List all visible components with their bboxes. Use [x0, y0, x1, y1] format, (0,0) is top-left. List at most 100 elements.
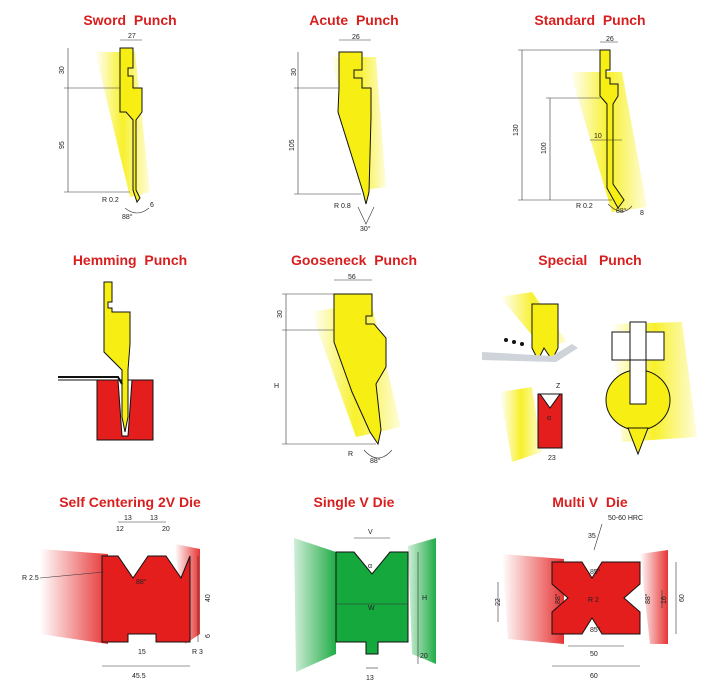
- panel-title: Gooseneck Punch: [290, 252, 418, 268]
- dim-23: 23: [548, 455, 556, 462]
- standard-punch-drawing: 26 130 100 10 R 0.2 88° 8: [513, 36, 647, 217]
- panel-title: Hemming Punch: [72, 252, 188, 268]
- dim-30deg: 30°: [360, 225, 371, 233]
- dim-13: 13: [366, 675, 374, 682]
- dim-85deg-top: 85°: [590, 568, 601, 576]
- die-shadow: [294, 538, 336, 672]
- dim-88deg: 88°: [370, 457, 381, 465]
- dim-85deg-bottom: 85°: [590, 626, 601, 634]
- dim-88deg: 88°: [616, 207, 627, 215]
- punch-body: [333, 293, 387, 446]
- panel-sword-punch: Sword Punch 27 30 95 R 0.2 88° 6: [0, 12, 236, 237]
- dim-88deg-left: 88°: [554, 593, 562, 604]
- dim-15: 15: [138, 649, 146, 656]
- panel-special-punch: Special Punch 23 Z α: [472, 252, 708, 477]
- dim-r08: R 0.8: [334, 203, 351, 210]
- die-shadow: [502, 554, 564, 644]
- dim-r25: R 2.5: [22, 575, 39, 582]
- dim-88deg: 88°: [122, 213, 133, 221]
- die-body: [551, 561, 641, 635]
- panel-standard-punch: Standard Punch 26 130 100 10 R 0.2 88° 8: [472, 12, 708, 237]
- dim-13b: 13: [150, 515, 158, 522]
- round-punch-tip: [627, 427, 649, 456]
- die-shadow-right: [640, 550, 668, 644]
- dim-56: 56: [348, 274, 356, 281]
- dim-35: 35: [588, 533, 596, 540]
- panel-title: Sword Punch: [83, 12, 177, 28]
- die-body: [335, 551, 409, 655]
- dim-20: 20: [420, 653, 428, 660]
- dim-h: H: [422, 595, 427, 602]
- panel-gooseneck-punch: Gooseneck Punch 56 30 H R 88°: [236, 252, 472, 477]
- dim-455: 45.5: [132, 673, 146, 680]
- dim-30: 30: [277, 310, 284, 318]
- dim-v: V: [368, 529, 373, 536]
- dim-26: 26: [606, 36, 614, 43]
- sword-punch-drawing: 27 30 95 R 0.2 88° 6: [59, 33, 154, 221]
- die-shadow: [40, 549, 108, 644]
- dim-50: 50: [590, 651, 598, 658]
- dim-60-side: 60: [679, 594, 686, 602]
- dim-95: 95: [59, 141, 66, 149]
- dim-6: 6: [205, 634, 212, 638]
- dim-alpha: α: [547, 415, 551, 422]
- punch-body: [119, 47, 143, 204]
- dim-130: 130: [513, 124, 520, 136]
- dim-60-bottom: 60: [590, 673, 598, 680]
- dim-6: 6: [150, 202, 154, 209]
- panel-title: Single V Die: [313, 494, 395, 510]
- dim-r02: R 0.2: [576, 203, 593, 210]
- acute-punch-drawing: 26 30 105 R 0.8 30°: [289, 34, 386, 233]
- dim-r: R: [348, 451, 353, 458]
- panel-multi-v-die: Multi V Die 50-60 HRC 35 85° 88° 22 R 2 …: [472, 494, 708, 694]
- hemming-punch-drawing: [58, 281, 154, 441]
- panel-hemming-punch: Hemming Punch: [0, 252, 236, 477]
- dim-r3: R 3: [192, 649, 203, 656]
- dim-r02: R 0.2: [102, 197, 119, 204]
- panel-title: Special Punch: [538, 252, 642, 268]
- punch-body: [599, 49, 625, 209]
- panel-acute-punch: Acute Punch 26 30 105 R 0.8 30°: [236, 12, 472, 237]
- dim-w: W: [368, 605, 375, 612]
- panel-self-centering-2v-die: Self Centering 2V Die 13 13 12 20 R 2.5 …: [0, 494, 236, 694]
- dim-10: 10: [594, 133, 602, 140]
- dim-16: 16: [661, 596, 668, 604]
- panel-single-v-die: Single V Die V α W H 20 13: [236, 494, 472, 694]
- dim-105: 105: [289, 139, 296, 151]
- dim-20: 20: [162, 526, 170, 533]
- panel-title: Standard Punch: [534, 12, 646, 28]
- dim-alpha: α: [368, 563, 372, 570]
- dim-40: 40: [205, 594, 212, 602]
- dim-h: H: [274, 383, 279, 390]
- self-centering-die-drawing: 13 13 12 20 R 2.5 88° 40 6 15 R 3 45.5: [22, 515, 212, 680]
- panel-title: Multi V Die: [552, 494, 628, 510]
- sheet-bent: [482, 344, 578, 362]
- dim-8: 8: [640, 210, 644, 217]
- dim-hrc: 50-60 HRC: [608, 515, 643, 522]
- punch-body: [337, 51, 372, 205]
- dim-13a: 13: [124, 515, 132, 522]
- die-body: [101, 555, 191, 643]
- gooseneck-punch-drawing: 56 30 H R 88°: [274, 274, 401, 465]
- die-shadow: [500, 387, 542, 462]
- die-v: [539, 393, 561, 409]
- dim-22: 22: [495, 598, 502, 606]
- dim-r2: R 2: [588, 597, 599, 604]
- dim-z: Z: [556, 383, 561, 390]
- panel-title: Self Centering 2V Die: [59, 494, 201, 510]
- sheet-metal: [58, 376, 123, 385]
- punch-body: [103, 281, 131, 433]
- single-v-die-drawing: V α W H 20 13: [294, 529, 436, 682]
- die-shadow-right: [408, 538, 436, 664]
- dim-26: 26: [352, 34, 360, 41]
- dim-88deg: 88°: [136, 578, 147, 586]
- punch-left: [531, 303, 559, 362]
- multi-v-die-drawing: 50-60 HRC 35 85° 88° 22 R 2 88° 16 60 85…: [495, 515, 686, 680]
- dim-88deg-right: 88°: [644, 593, 652, 604]
- panel-title: Acute Punch: [309, 12, 399, 28]
- dim-30: 30: [291, 68, 298, 76]
- dim-12: 12: [116, 526, 124, 533]
- special-punch-drawing: 23 Z α: [482, 292, 697, 462]
- dim-27: 27: [128, 33, 136, 40]
- dim-30: 30: [59, 66, 66, 74]
